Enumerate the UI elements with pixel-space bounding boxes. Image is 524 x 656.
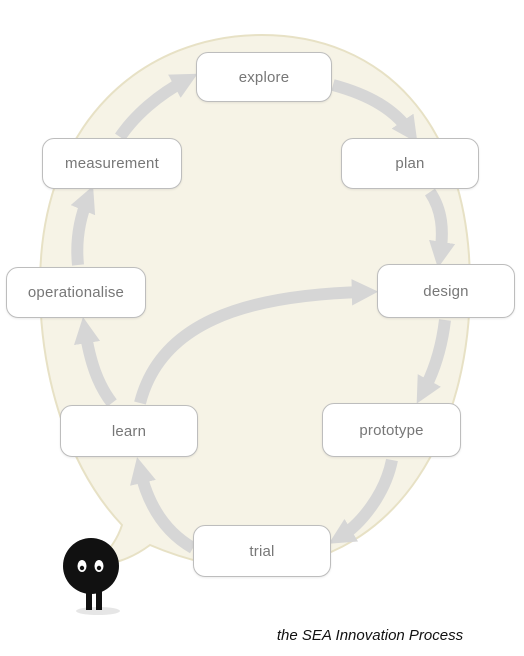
node-prototype: prototype	[322, 403, 461, 457]
node-explore: explore	[196, 52, 332, 102]
node-learn: learn	[60, 405, 198, 457]
arrow-plan-to-design	[424, 188, 456, 269]
node-trial: trial	[193, 525, 331, 577]
node-measurement: measurement	[42, 138, 182, 189]
black-round-head-figure-icon	[63, 538, 120, 615]
arrow-learn-to-design	[134, 279, 379, 405]
node-plan: plan	[341, 138, 479, 189]
arrow-measurement-to-explore	[115, 73, 198, 141]
arrow-design-to-prototype	[416, 319, 451, 404]
arrow-prototype-to-trial	[328, 458, 398, 544]
node-operationalise: operationalise	[6, 267, 146, 318]
diagram-caption: the SEA Innovation Process	[276, 627, 464, 644]
arrow-learn-to-operationalise	[73, 316, 117, 407]
node-design: design	[377, 264, 515, 318]
arrow-trial-to-learn	[130, 457, 197, 554]
arrow-operationalise-to-measurement	[70, 185, 96, 266]
arrow-explore-to-plan	[331, 79, 418, 143]
